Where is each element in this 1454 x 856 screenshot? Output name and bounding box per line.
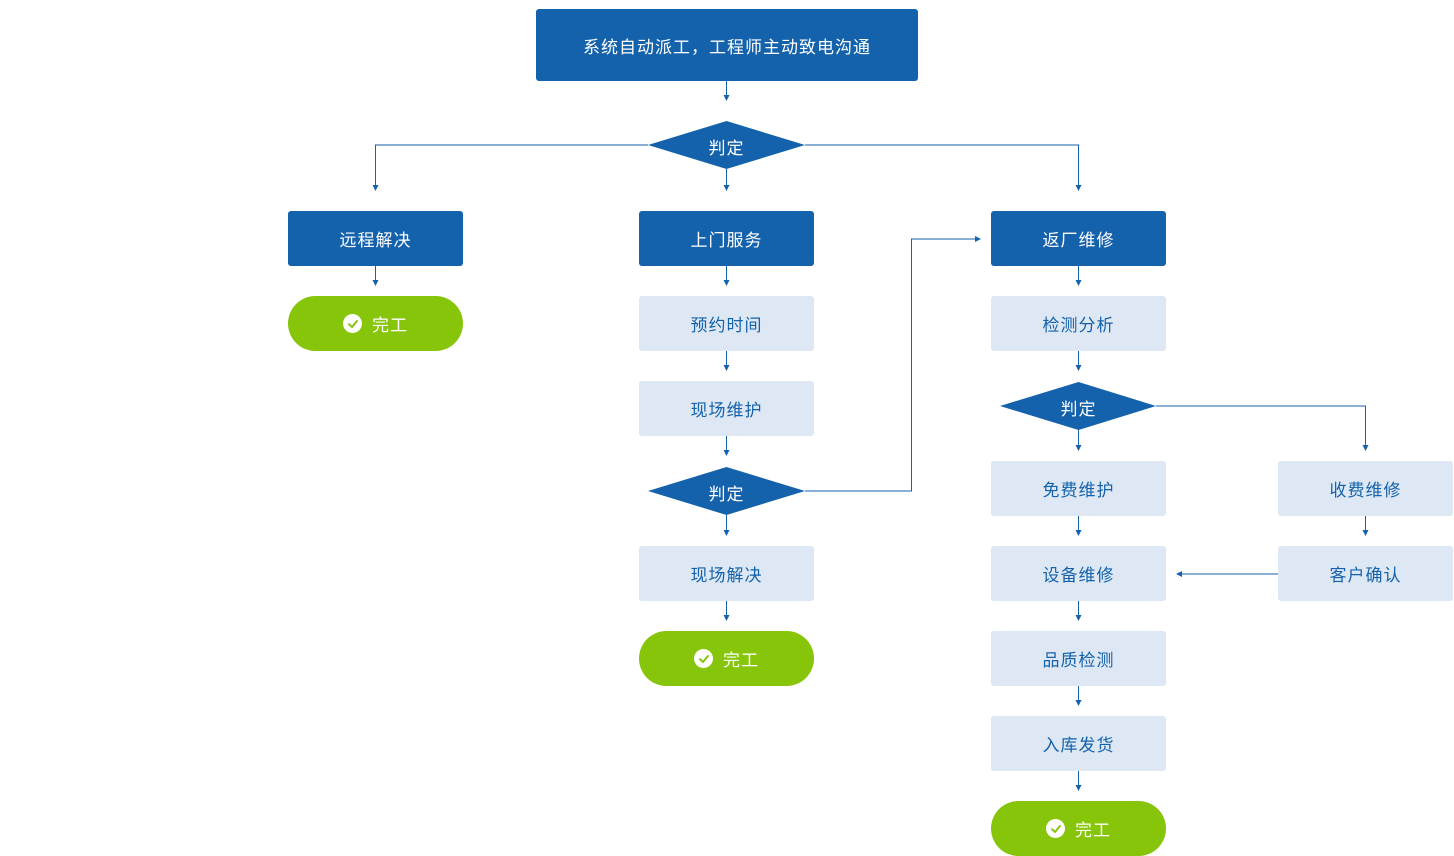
onsite-maint-node: 现场维护 xyxy=(639,381,814,436)
paid-repair-label: 收费维修 xyxy=(1329,481,1402,501)
decision-onsite-label: 判定 xyxy=(708,484,745,505)
ship-label: 入库发货 xyxy=(1042,736,1115,756)
check-circle-icon xyxy=(1046,819,1065,838)
check-circle-icon xyxy=(694,649,713,668)
quality-check-label: 品质检测 xyxy=(1042,651,1115,671)
onsite-maint-label: 现场维护 xyxy=(690,401,763,421)
decision-return-label: 判定 xyxy=(1060,399,1097,420)
check-circle-icon xyxy=(343,314,362,333)
remote-label: 远程解决 xyxy=(339,231,412,251)
done-return-node: 完工 xyxy=(991,801,1166,856)
decision-diamond xyxy=(1000,382,1156,430)
done-remote-label: 完工 xyxy=(372,316,408,336)
start-node: 系统自动派工，工程师主动致电沟通 xyxy=(536,9,918,81)
device-repair-node: 设备维修 xyxy=(991,546,1166,601)
decision-diamond xyxy=(648,467,805,515)
done-return-label: 完工 xyxy=(1075,821,1111,841)
return-label: 返厂维修 xyxy=(1042,231,1115,251)
onsite-label: 上门服务 xyxy=(690,231,763,251)
quality-check-node: 品质检测 xyxy=(991,631,1166,686)
paid-repair-node: 收费维修 xyxy=(1278,461,1453,516)
free-repair-node: 免费维护 xyxy=(991,461,1166,516)
remote-node: 远程解决 xyxy=(288,211,463,266)
decision-diamond xyxy=(648,121,805,169)
inspect-label: 检测分析 xyxy=(1042,316,1115,336)
done-remote-node: 完工 xyxy=(288,296,463,351)
appointment-label: 预约时间 xyxy=(690,316,763,336)
free-repair-label: 免费维护 xyxy=(1042,481,1115,501)
done-onsite-label: 完工 xyxy=(723,651,759,671)
connector xyxy=(372,144,648,191)
connector xyxy=(805,236,981,492)
onsite-solved-node: 现场解决 xyxy=(639,546,814,601)
start-label: 系统自动派工，工程师主动致电沟通 xyxy=(583,37,871,58)
inspect-node: 检测分析 xyxy=(991,296,1166,351)
connector xyxy=(805,144,1082,191)
connector xyxy=(1156,405,1369,451)
ship-node: 入库发货 xyxy=(991,716,1166,771)
customer-confirm-node: 客户确认 xyxy=(1278,546,1453,601)
done-onsite-node: 完工 xyxy=(639,631,814,686)
onsite-solved-label: 现场解决 xyxy=(690,566,763,586)
return-node: 返厂维修 xyxy=(991,211,1166,266)
device-repair-label: 设备维修 xyxy=(1042,566,1115,586)
customer-confirm-label: 客户确认 xyxy=(1329,566,1402,586)
appointment-node: 预约时间 xyxy=(639,296,814,351)
onsite-node: 上门服务 xyxy=(639,211,814,266)
decision-main-label: 判定 xyxy=(708,138,745,159)
